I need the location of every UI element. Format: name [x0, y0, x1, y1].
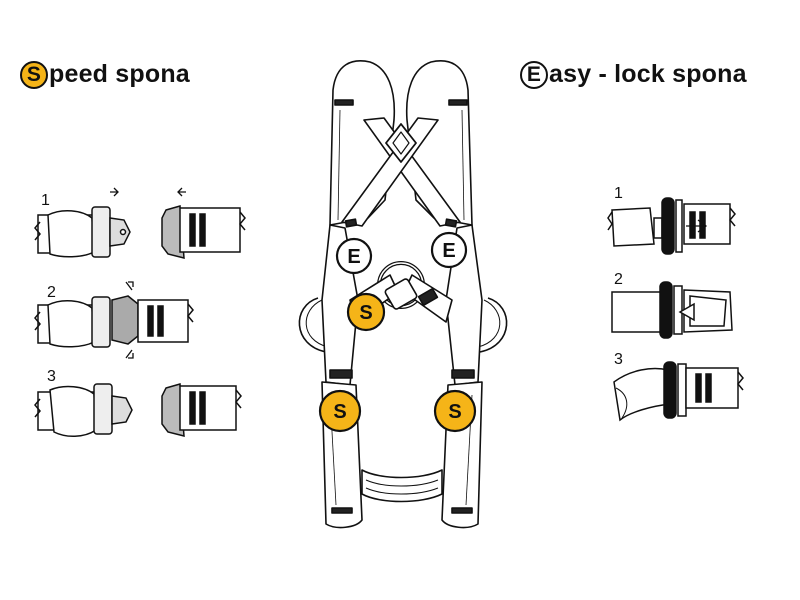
svg-text:2: 2: [614, 271, 623, 288]
svg-text:S: S: [333, 401, 346, 423]
easy-lock-heading: E asy - lock spona: [520, 60, 747, 89]
svg-text:1: 1: [41, 192, 50, 209]
harness-marker-s-chest: S: [346, 292, 386, 332]
svg-text:3: 3: [614, 351, 623, 368]
speed-heading-text: peed spona: [49, 60, 190, 88]
svg-text:E: E: [442, 240, 455, 262]
harness-illustration: [298, 60, 508, 529]
harness-marker-s-right-leg: S: [433, 389, 477, 433]
speed-step-2: 2: [34, 281, 194, 359]
harness-marker-s-left-leg: S: [318, 389, 362, 433]
svg-text:E: E: [347, 246, 360, 268]
harness-marker-e-left: E: [335, 237, 373, 275]
svg-text:S: S: [359, 302, 372, 324]
speed-badge-icon: S: [20, 60, 48, 89]
svg-text:2: 2: [47, 284, 56, 301]
easy-badge-icon: E: [520, 60, 548, 89]
harness-marker-e-right: E: [430, 231, 468, 269]
svg-text:3: 3: [47, 368, 56, 385]
speed-step-3: 3: [34, 368, 242, 437]
easy-heading-text: asy - lock spona: [549, 60, 747, 88]
easy-step-3: 3: [613, 351, 744, 422]
svg-text:1: 1: [614, 185, 623, 202]
easy-step-1: 1: [607, 185, 736, 255]
speed-buckle-heading: S peed spona: [20, 60, 190, 89]
svg-text:S: S: [448, 401, 461, 423]
speed-step-1: 1: [34, 187, 246, 259]
easy-step-2: 2: [611, 271, 733, 339]
